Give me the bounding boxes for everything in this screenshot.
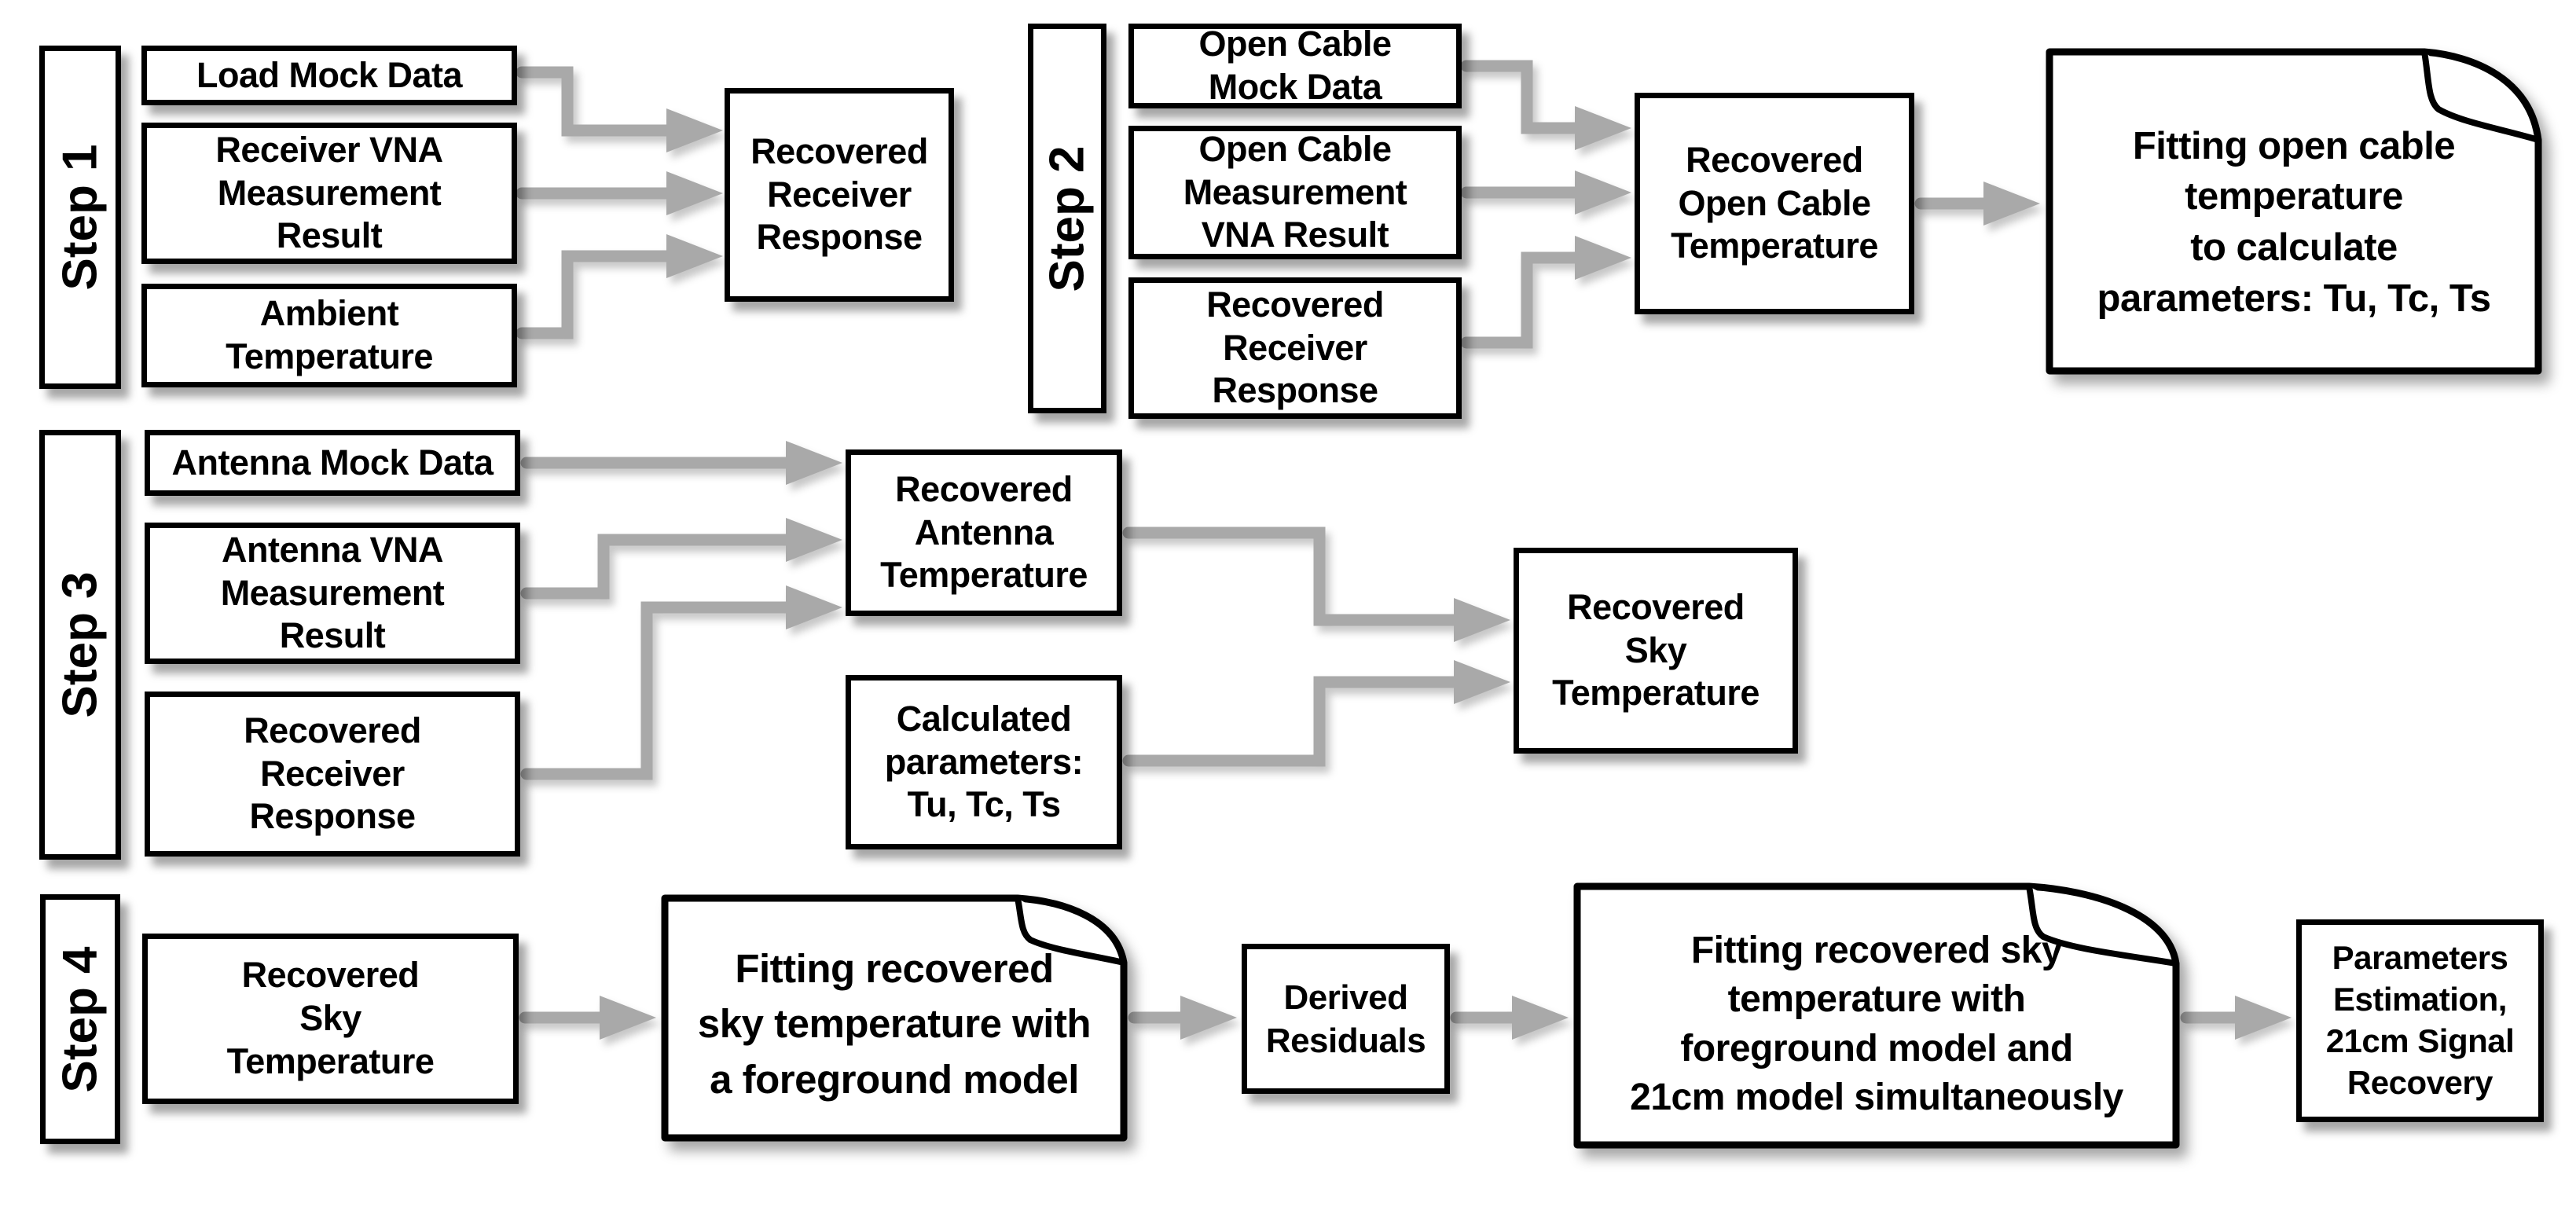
box-recovered-receiver-response-step1-label: Recovered Receiver Response	[750, 130, 928, 258]
document-shape	[1573, 882, 2180, 1149]
arrow-residuals-to-simultaneous-fit	[1450, 996, 1569, 1040]
box-recovered-sky-temperature-step3-label: Recovered Sky Temperature	[1552, 586, 1760, 714]
document-fitting-open-cable: Fitting open cable temperature to calcul…	[2046, 48, 2542, 375]
step-2-label: Step 2	[1028, 24, 1106, 413]
box-calculated-parameters: Calculated parameters: Tu, Tc, Ts	[846, 675, 1122, 849]
arrow-ambient-temperature-to-receiver-response	[516, 234, 723, 339]
step-2-label-text: Step 2	[1040, 145, 1095, 292]
document-shape	[661, 894, 1128, 1142]
box-antenna-mock-data: Antenna Mock Data	[145, 430, 520, 496]
step-3-label: Step 3	[39, 430, 121, 860]
arrow-antenna-temp-to-sky-temp	[1122, 526, 1510, 642]
box-parameters-estimation: Parameters Estimation, 21cm Signal Recov…	[2296, 919, 2544, 1122]
document-fitting-foreground-model-label: Fitting recovered sky temperature with a…	[697, 945, 1092, 1102]
box-derived-residuals-label: Derived Residuals	[1265, 978, 1426, 1060]
arrow-load-mock-data-to-receiver-response	[516, 66, 723, 152]
box-open-cable-vna-measurement-label: Open Cable Measurement VNA Result	[1183, 128, 1407, 255]
document-fitting-simultaneous: Fitting recovered sky temperature with f…	[1573, 882, 2180, 1149]
box-recovered-open-cable-temperature: Recovered Open Cable Temperature	[1635, 93, 1914, 314]
box-load-mock-data: Load Mock Data	[141, 46, 517, 105]
arrow-antenna-mock-to-antenna-temp	[520, 441, 842, 485]
box-receiver-vna-measurement: Receiver VNA Measurement Result	[141, 123, 517, 264]
box-open-cable-vna-measurement: Open Cable Measurement VNA Result	[1128, 126, 1462, 259]
document-fitting-foreground-model: Fitting recovered sky temperature with a…	[661, 894, 1128, 1142]
step-4-label-text: Step 4	[53, 945, 108, 1093]
box-ambient-temperature: Ambient Temperature	[141, 284, 517, 387]
arrow-sky-temp-to-foreground-fit	[519, 996, 656, 1040]
arrow-receiver-response-to-antenna-temp	[520, 585, 842, 780]
box-antenna-mock-data-label: Antenna Mock Data	[171, 442, 494, 482]
step-1-label-text: Step 1	[53, 144, 108, 291]
document-shape	[2046, 48, 2542, 375]
box-recovered-open-cable-temperature-label: Recovered Open Cable Temperature	[1671, 139, 1878, 266]
box-recovered-receiver-response-step2: Recovered Receiver Response	[1128, 277, 1462, 419]
step-3-label-text: Step 3	[53, 571, 108, 718]
box-parameters-estimation-label: Parameters Estimation, 21cm Signal Recov…	[2325, 939, 2515, 1101]
arrow-receiver-response-to-open-cable-temp	[1460, 236, 1631, 349]
arrow-antenna-vna-to-antenna-temp	[520, 518, 842, 600]
box-recovered-receiver-response-step2-label: Recovered Receiver Response	[1206, 284, 1384, 411]
box-recovered-receiver-response-step3: Recovered Receiver Response	[145, 692, 520, 857]
document-fitting-open-cable-label: Fitting open cable temperature to calcul…	[2097, 124, 2491, 320]
box-recovered-antenna-temperature: Recovered Antenna Temperature	[846, 449, 1122, 616]
box-open-cable-mock-data: Open Cable Mock Data	[1128, 24, 1462, 108]
box-derived-residuals: Derived Residuals	[1242, 944, 1450, 1094]
box-recovered-sky-temperature-step4-label: Recovered Sky Temperature	[226, 955, 435, 1081]
box-ambient-temperature-label: Ambient Temperature	[226, 293, 433, 376]
box-recovered-receiver-response-step3-label: Recovered Receiver Response	[244, 710, 421, 837]
box-open-cable-mock-data-label: Open Cable Mock Data	[1198, 24, 1392, 107]
box-receiver-vna-measurement-label: Receiver VNA Measurement Result	[215, 129, 443, 256]
step-4-label: Step 4	[40, 894, 120, 1144]
arrow-open-cable-vna-to-open-cable-temp	[1460, 171, 1631, 215]
box-antenna-vna-measurement-label: Antenna VNA Measurement Result	[220, 529, 445, 656]
arrow-open-cable-temp-to-fitting-doc	[1914, 182, 2040, 226]
box-recovered-sky-temperature-step4: Recovered Sky Temperature	[142, 934, 519, 1104]
box-recovered-antenna-temperature-label: Recovered Antenna Temperature	[880, 468, 1088, 596]
box-calculated-parameters-label: Calculated parameters: Tu, Tc, Ts	[884, 698, 1084, 825]
arrow-simultaneous-fit-to-parameters	[2180, 996, 2292, 1040]
arrow-foreground-fit-to-residuals	[1128, 996, 1237, 1040]
box-antenna-vna-measurement: Antenna VNA Measurement Result	[145, 523, 520, 664]
box-recovered-sky-temperature-step3: Recovered Sky Temperature	[1514, 548, 1798, 754]
step-1-label: Step 1	[39, 46, 121, 389]
box-recovered-receiver-response-step1: Recovered Receiver Response	[725, 88, 954, 302]
arrow-receiver-vna-to-receiver-response	[516, 171, 723, 215]
box-load-mock-data-label: Load Mock Data	[196, 54, 463, 95]
arrow-open-cable-mock-to-open-cable-temp	[1460, 60, 1631, 150]
document-fitting-simultaneous-label: Fitting recovered sky temperature with f…	[1630, 929, 2123, 1118]
arrow-calculated-params-to-sky-temp	[1122, 660, 1510, 767]
